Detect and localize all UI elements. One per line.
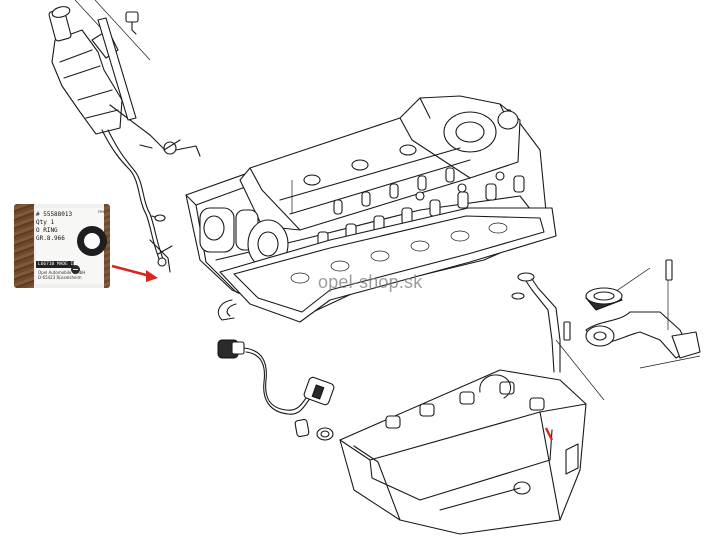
oil-pickup-pipe <box>585 259 701 359</box>
oring-location-marker <box>544 427 554 441</box>
oil-level-sensor <box>217 339 335 415</box>
drain-plug <box>294 419 334 441</box>
gasket <box>219 207 557 323</box>
watermark: opel-shop.sk <box>318 272 423 292</box>
label-description: O RING <box>36 227 58 234</box>
oring-icon <box>77 226 107 256</box>
label-manufacturer: Opel Automobile GmbH <box>38 270 86 275</box>
wood-background-left <box>14 204 34 288</box>
label-address: D-65423 Rüsselsheim <box>38 275 82 280</box>
oil-separator-assembly <box>48 0 201 273</box>
retaining-clip <box>217 299 237 321</box>
label-qty: Qty 1 <box>36 219 55 226</box>
oil-sump <box>339 369 587 535</box>
part-label-photo: # 55588013 Qty 1 O RING GR.8.966 L66710 … <box>14 204 110 288</box>
wood-background-right <box>104 204 110 288</box>
label-corner-tag: FRK <box>98 210 105 214</box>
label-group: GR.8.966 <box>36 235 65 242</box>
opel-logo-icon <box>71 265 80 274</box>
callout-arrow <box>111 264 158 282</box>
label-part-number: # 55588013 <box>36 211 73 218</box>
label-origin-box: L66710 MADE IN <box>36 261 76 268</box>
